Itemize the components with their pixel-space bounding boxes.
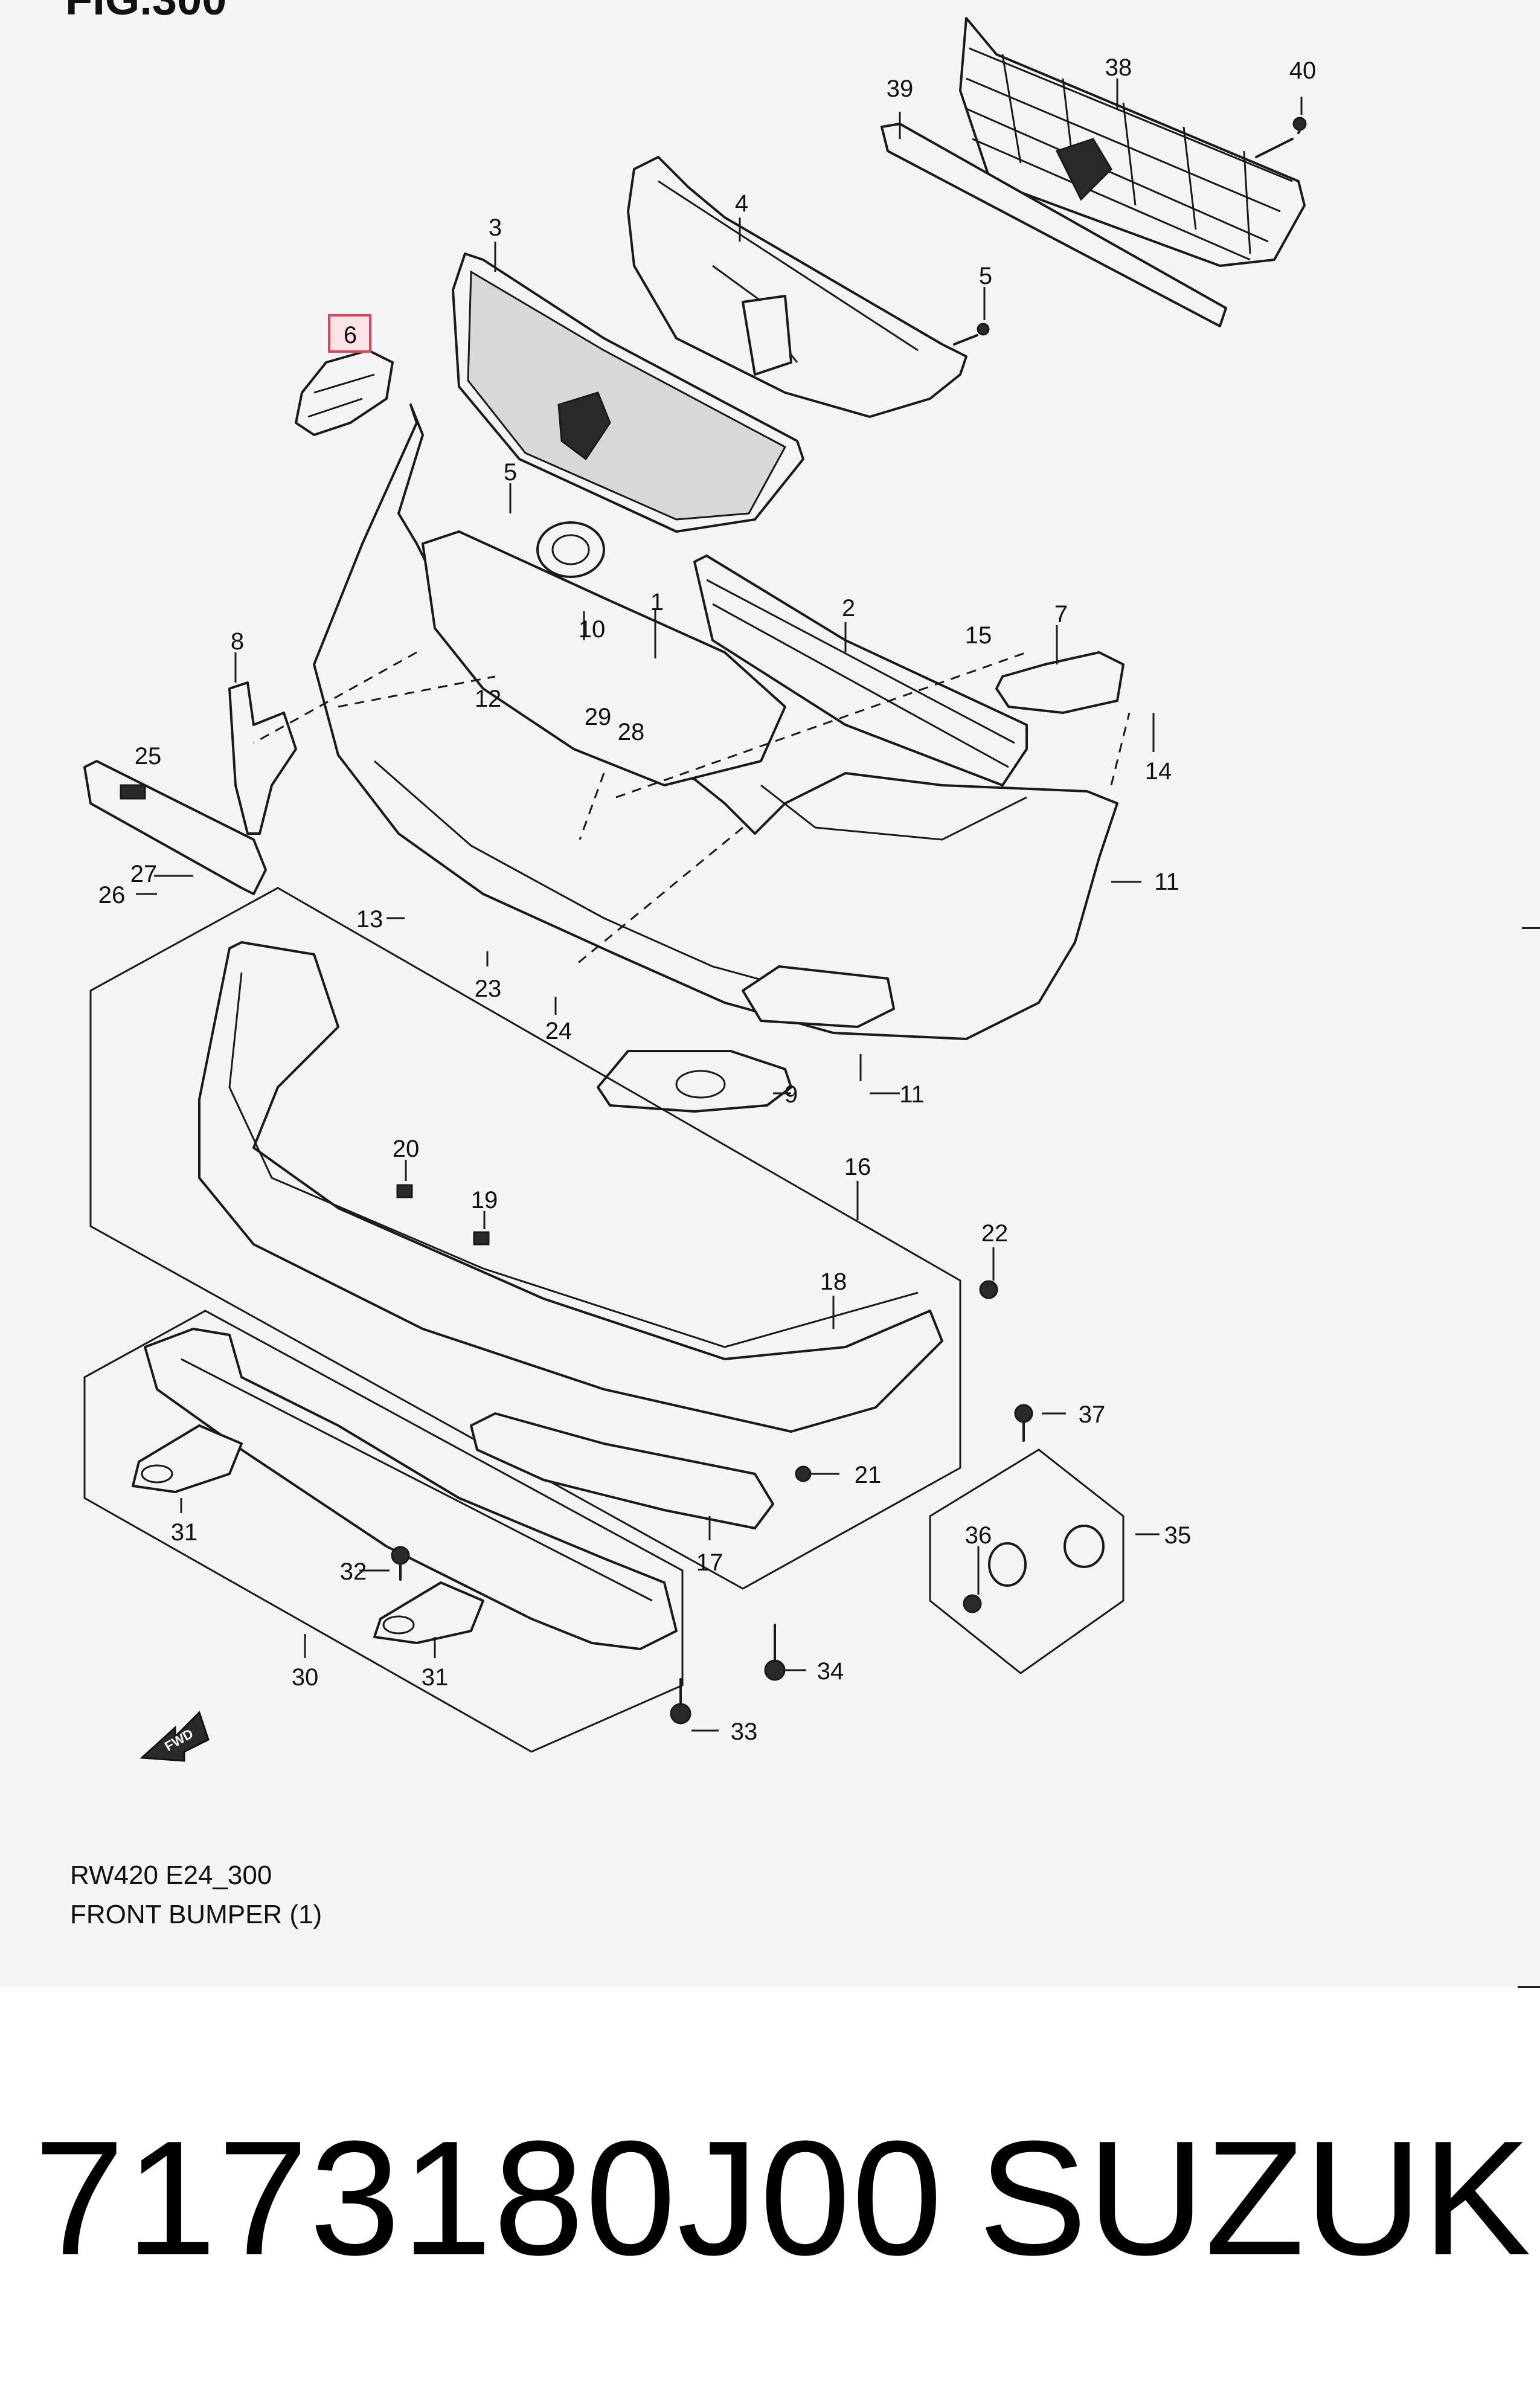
bolt-part-33 xyxy=(670,1678,691,1725)
callout-20[interactable]: 20 xyxy=(393,1136,420,1162)
grille-part-3 xyxy=(452,252,804,533)
callout-38[interactable]: 38 xyxy=(1105,54,1132,81)
callout-27[interactable]: 27 xyxy=(130,861,158,887)
callout-2[interactable]: 2 xyxy=(842,595,855,622)
reinforcement-part-25 xyxy=(83,760,267,895)
grille-moulding-part-39 xyxy=(881,123,1227,327)
callout-4[interactable]: 4 xyxy=(735,190,748,217)
callout-1[interactable]: 1 xyxy=(650,589,664,616)
highlight-box-6 xyxy=(328,314,371,353)
callout-30[interactable]: 30 xyxy=(292,1664,319,1691)
callout-37[interactable]: 37 xyxy=(1079,1401,1106,1428)
fwd-arrow-icon: FWD xyxy=(140,1711,210,1762)
callout-3[interactable]: 3 xyxy=(489,214,502,241)
callout-26[interactable]: 26 xyxy=(98,882,126,908)
grille-frame-part-4 xyxy=(627,156,967,418)
callout-31-left[interactable]: 31 xyxy=(171,1519,198,1546)
nut-part-22 xyxy=(979,1280,998,1299)
callout-10[interactable]: 10 xyxy=(579,616,606,643)
callout-14[interactable]: 14 xyxy=(1145,758,1172,785)
callout-28[interactable]: 28 xyxy=(618,719,645,745)
clip-part-21 xyxy=(795,1465,812,1482)
diagram-code: RW420 E24_300 xyxy=(70,1860,272,1890)
callout-32[interactable]: 32 xyxy=(340,1558,367,1585)
callout-31-right[interactable]: 31 xyxy=(422,1664,449,1691)
callout-18[interactable]: 18 xyxy=(820,1268,847,1295)
callout-6[interactable]: 6 xyxy=(344,322,357,349)
callout-19[interactable]: 19 xyxy=(471,1187,498,1214)
callout-numbers: 1 2 3 4 5 5 6 7 8 9 10 11 11 12 13 14 15… xyxy=(98,54,1317,1745)
bumper-beam-part-30 xyxy=(144,1328,678,1650)
screw-part-5-upper xyxy=(953,323,990,346)
callout-39[interactable]: 39 xyxy=(887,76,914,102)
bolt-part-34 xyxy=(764,1624,786,1681)
part-number: 7173180J00 xyxy=(34,2107,944,2289)
clip-part-19 xyxy=(473,1231,490,1246)
exploded-view-drawing: FWD 1 2 3 4 5 5 6 7 8 9 10 11 11 12 13 1… xyxy=(83,17,1317,1762)
clip-part-20 xyxy=(396,1184,413,1198)
callout-5-lower[interactable]: 5 xyxy=(504,459,517,486)
callout-9[interactable]: 9 xyxy=(784,1081,798,1108)
callout-5-upper[interactable]: 5 xyxy=(979,263,992,289)
callout-29[interactable]: 29 xyxy=(585,704,612,730)
bracket-part-6 xyxy=(295,349,394,436)
parts-diagram: FWD 1 2 3 4 5 5 6 7 8 9 10 11 11 12 13 1… xyxy=(0,0,1540,1987)
callout-21[interactable]: 21 xyxy=(855,1462,882,1488)
callout-22[interactable]: 22 xyxy=(981,1220,1009,1247)
lower-grille-part-2 xyxy=(693,555,1028,786)
callout-25[interactable]: 25 xyxy=(135,743,162,770)
callout-11-bottom[interactable]: 11 xyxy=(899,1081,925,1108)
screw-part-40 xyxy=(1255,117,1307,158)
callout-23[interactable]: 23 xyxy=(475,976,502,1002)
bracket-part-31-right xyxy=(373,1581,484,1644)
edge-mark xyxy=(1518,1986,1540,1988)
callout-33[interactable]: 33 xyxy=(731,1718,758,1745)
sensor-part-36 xyxy=(963,1525,1105,1613)
brand-name: SUZUKI xyxy=(978,2107,1540,2289)
bumper-face-part-1 xyxy=(313,403,1118,1040)
callout-24[interactable]: 24 xyxy=(545,1018,573,1044)
bolt-part-32 xyxy=(391,1546,410,1581)
callout-15[interactable]: 15 xyxy=(965,622,992,649)
lower-spoiler-part-17 xyxy=(470,1412,774,1529)
callout-7[interactable]: 7 xyxy=(1054,601,1068,628)
callout-40[interactable]: 40 xyxy=(1289,57,1317,84)
cover-part-10 xyxy=(536,521,605,578)
callout-13[interactable]: 13 xyxy=(356,906,383,933)
bracket-part-7 xyxy=(995,651,1125,714)
upper-grille-part-38 xyxy=(959,17,1306,267)
callout-11-right[interactable]: 11 xyxy=(1154,869,1179,895)
figure-label: FIG.300 xyxy=(65,0,226,22)
bolt-part-37 xyxy=(1014,1404,1033,1442)
callout-16[interactable]: 16 xyxy=(844,1154,871,1180)
callout-8[interactable]: 8 xyxy=(231,628,244,655)
fog-bezel-part-9 xyxy=(597,1050,792,1113)
callout-36[interactable]: 36 xyxy=(965,1522,992,1549)
leader-lines xyxy=(136,79,1303,1732)
under-cover-part-16 xyxy=(198,941,943,1433)
callout-17[interactable]: 17 xyxy=(696,1549,723,1576)
callout-34[interactable]: 34 xyxy=(817,1658,844,1685)
bracket-part-8 xyxy=(228,681,297,835)
callout-12[interactable]: 12 xyxy=(475,686,502,712)
bracket-part-31-left xyxy=(132,1424,243,1493)
diagram-title: FRONT BUMPER (1) xyxy=(70,1900,322,1929)
callout-35[interactable]: 35 xyxy=(1164,1522,1192,1549)
edge-mark xyxy=(1522,927,1540,929)
